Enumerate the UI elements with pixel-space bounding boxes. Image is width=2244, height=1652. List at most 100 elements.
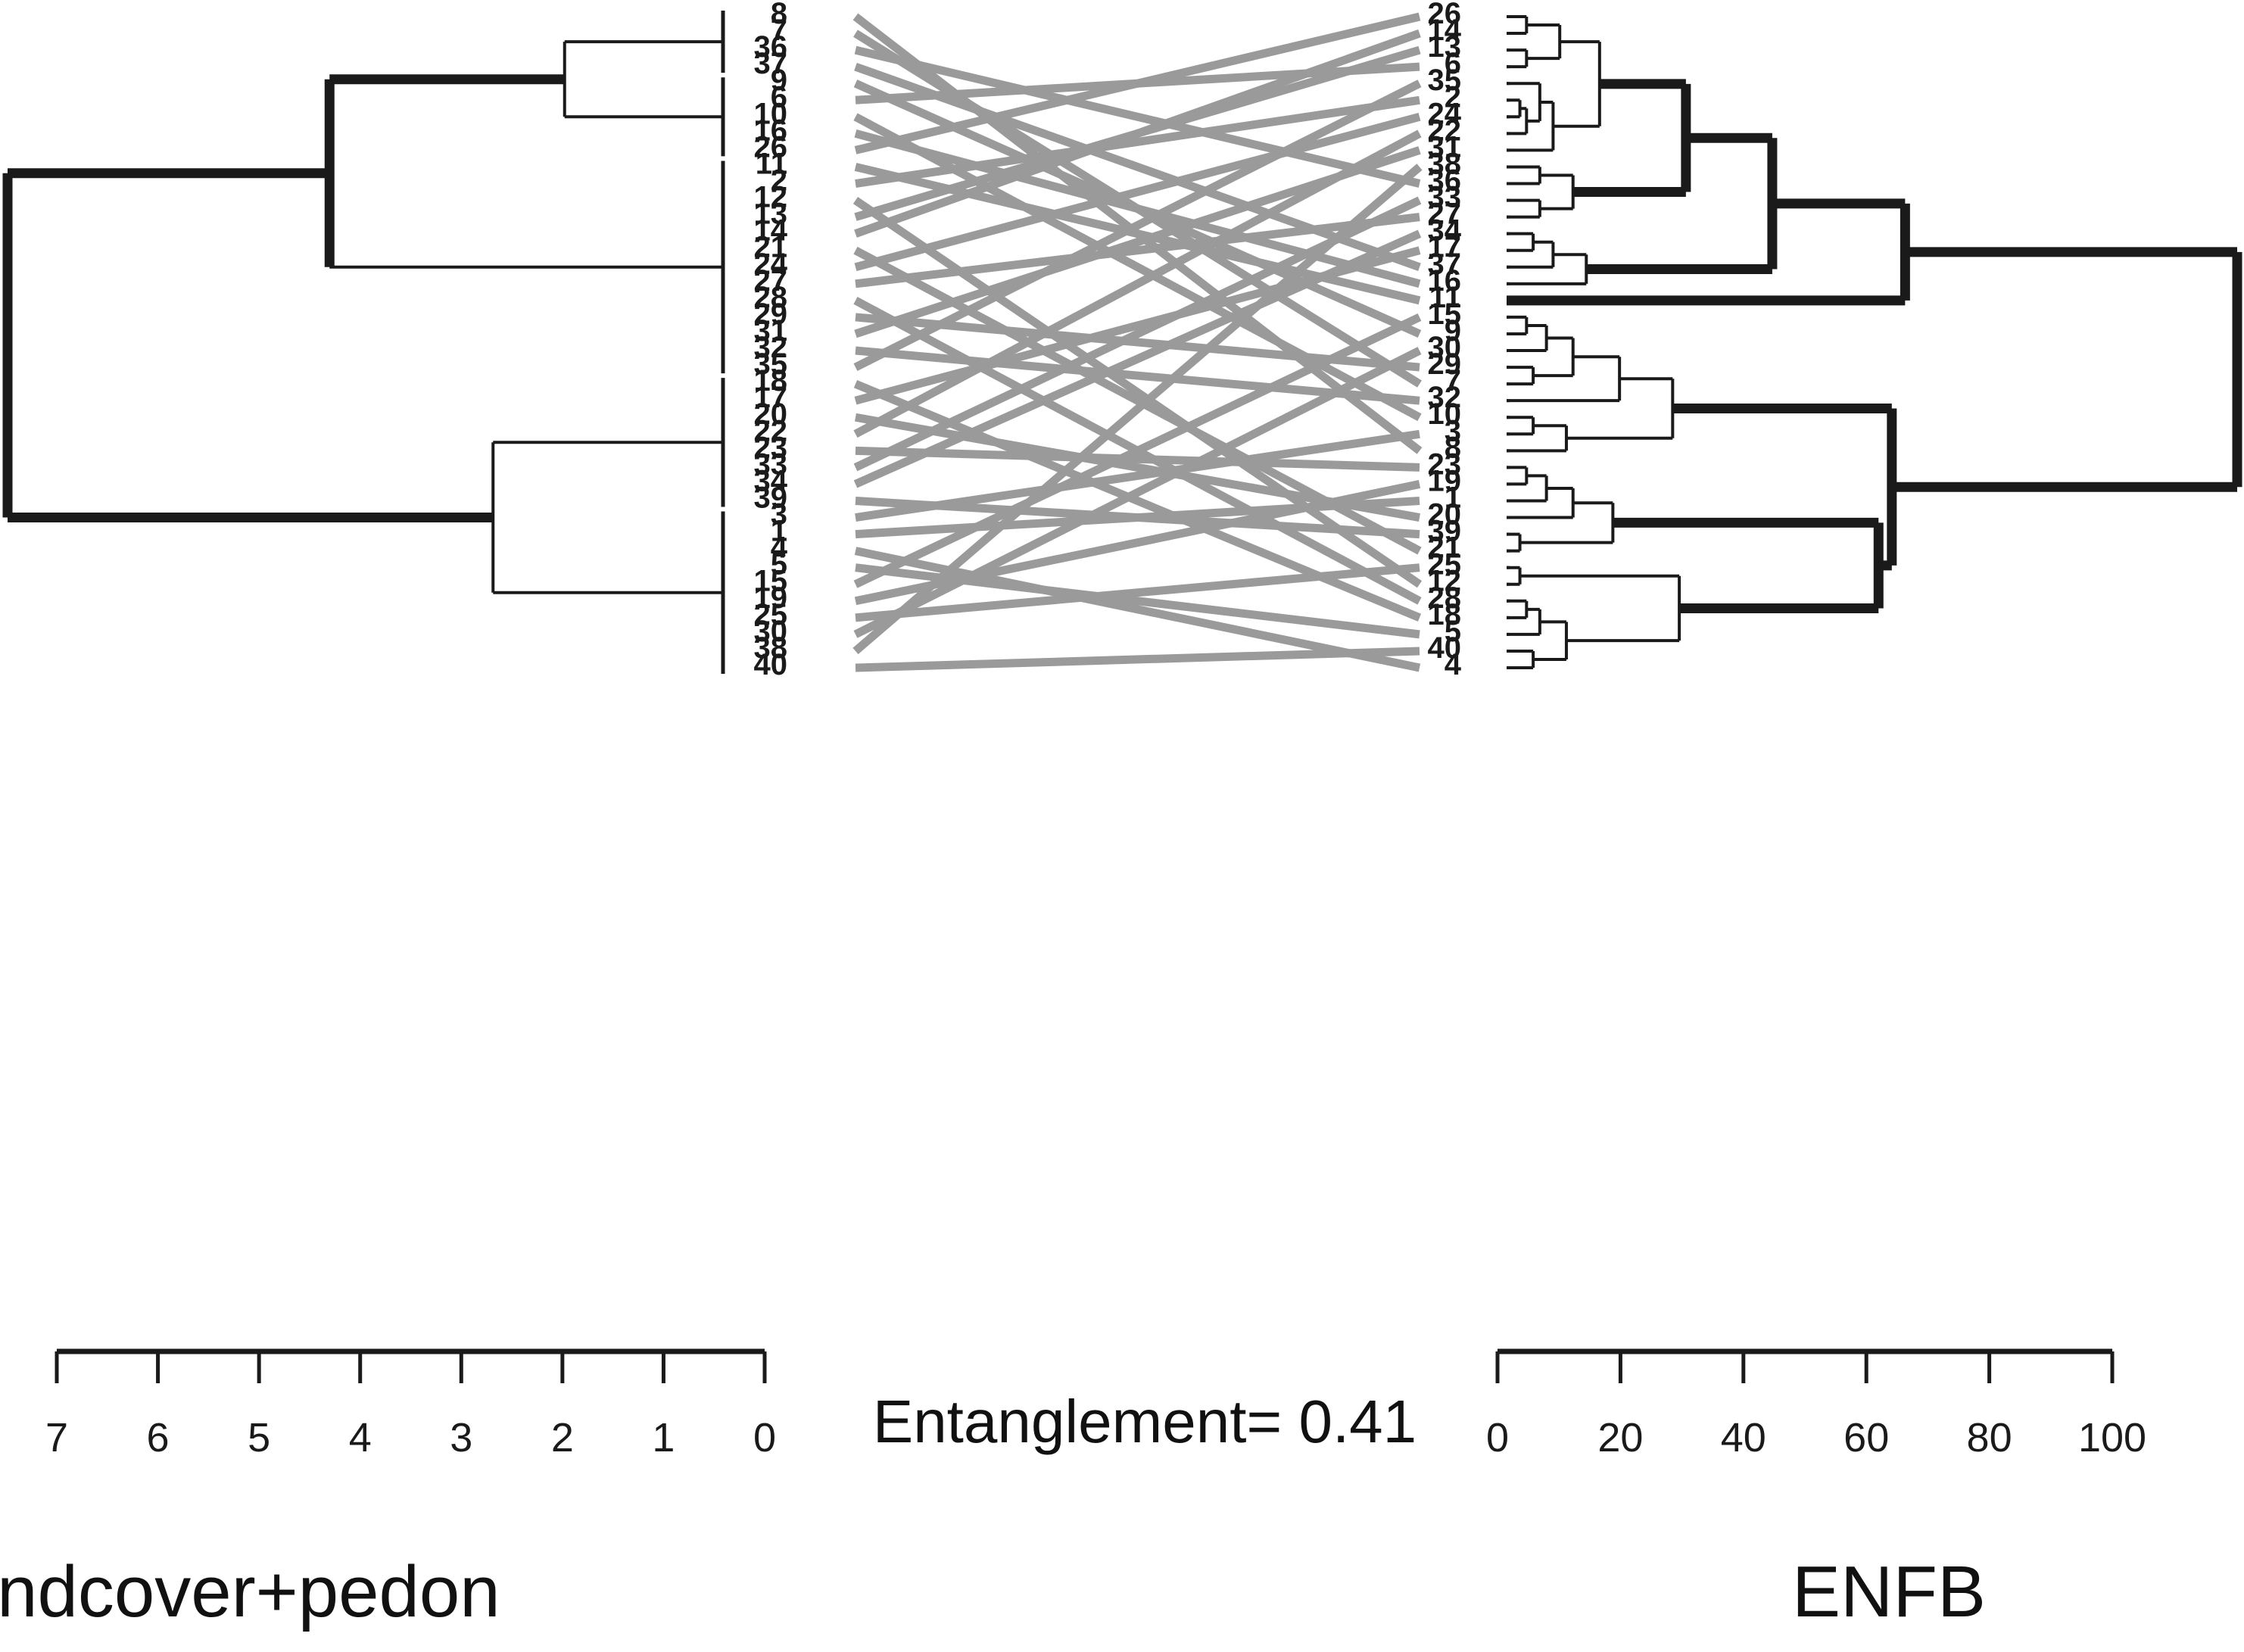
left-axis-tick-label: 6 bbox=[147, 1415, 170, 1460]
left-leaf-label: 22 bbox=[754, 414, 788, 447]
left-panel-title: Landcover+pedon bbox=[0, 1551, 500, 1632]
right-leaf-label: 38 bbox=[1428, 147, 1462, 180]
left-leaf-label: 39 bbox=[754, 481, 788, 514]
right-leaf-label: 18 bbox=[1428, 598, 1462, 631]
connector-line bbox=[854, 62, 1421, 271]
connector-line bbox=[854, 45, 1421, 188]
connector-line bbox=[853, 229, 1422, 488]
left-leaf-label: 16 bbox=[754, 114, 788, 147]
right-dendrogram bbox=[1507, 15, 2242, 669]
right-leaf-label: 11 bbox=[1429, 281, 1461, 314]
left-axis-tick-label: 7 bbox=[45, 1415, 68, 1460]
left-leaf-label: 29 bbox=[754, 298, 788, 331]
left-leaf-label: 6 bbox=[771, 80, 787, 114]
left-leaf-label: 28 bbox=[754, 281, 788, 314]
connector-line bbox=[854, 12, 1421, 154]
right-leaf-label: 14 bbox=[1428, 14, 1462, 47]
entanglement-label: Entanglement= 0.41 bbox=[873, 1388, 1417, 1455]
right-leaf-label: 15 bbox=[1428, 298, 1462, 331]
connector-line bbox=[852, 164, 1423, 655]
right-leaf-label: 2 bbox=[1445, 80, 1461, 114]
right-leaf-label: 37 bbox=[1428, 248, 1462, 281]
left-leaf-label: 30 bbox=[754, 615, 788, 648]
connector-line bbox=[854, 112, 1421, 272]
right-axis-tick-label: 80 bbox=[1967, 1415, 2012, 1460]
right-leaf-label: 19 bbox=[1428, 464, 1462, 497]
right-leaf-label: 24 bbox=[1428, 97, 1462, 130]
connector-line bbox=[854, 29, 1421, 238]
connector-line bbox=[855, 563, 1420, 622]
right-leaf-label: 28 bbox=[1428, 581, 1462, 615]
right-leaf-label: 23 bbox=[1428, 447, 1462, 481]
connector-line bbox=[853, 113, 1422, 422]
left-leaf-label: 9 bbox=[771, 64, 787, 97]
right-axis-tick-label: 20 bbox=[1597, 1415, 1643, 1460]
left-leaf-label: 25 bbox=[754, 598, 788, 631]
left-leaf-labels: 8736379610162611212131421242728293132351… bbox=[754, 0, 788, 681]
right-leaf-label: 13 bbox=[1428, 30, 1462, 64]
left-leaf-label: 8 bbox=[771, 0, 787, 30]
left-leaf-label: 5 bbox=[771, 548, 787, 581]
right-leaf-labels: 2614136352242231383633273417371611159302… bbox=[1428, 0, 1462, 681]
left-axis-tick-label: 4 bbox=[349, 1415, 372, 1460]
left-leaf-label: 33 bbox=[754, 447, 788, 481]
right-leaf-label: 26 bbox=[1428, 0, 1462, 30]
right-leaf-label: 32 bbox=[1428, 381, 1462, 414]
right-axis-tick-label: 0 bbox=[1486, 1415, 1509, 1460]
right-leaf-label: 5 bbox=[1445, 615, 1461, 648]
connector-line bbox=[855, 213, 1420, 288]
right-leaf-label: 31 bbox=[1428, 130, 1462, 164]
right-axis-tick-label: 40 bbox=[1721, 1415, 1766, 1460]
right-leaf-label: 34 bbox=[1428, 214, 1462, 248]
right-leaf-label: 21 bbox=[1428, 531, 1462, 565]
left-leaf-label: 17 bbox=[754, 381, 788, 414]
left-leaf-label: 34 bbox=[754, 464, 788, 497]
right-leaf-label: 30 bbox=[1428, 331, 1462, 364]
left-leaf-label: 23 bbox=[754, 431, 788, 464]
left-leaf-label: 11 bbox=[756, 147, 787, 180]
right-leaf-label: 35 bbox=[1428, 64, 1462, 97]
right-leaf-label: 6 bbox=[1445, 47, 1461, 80]
right-leaf-label: 1 bbox=[1445, 481, 1461, 514]
right-leaf-label: 25 bbox=[1428, 548, 1462, 581]
left-leaf-label: 3 bbox=[771, 498, 787, 531]
left-dendrogram bbox=[2, 40, 723, 594]
left-leaf-label: 20 bbox=[754, 397, 788, 431]
left-axis-tick-label: 3 bbox=[450, 1415, 472, 1460]
connector-line bbox=[852, 197, 1423, 588]
left-leaf-label: 36 bbox=[754, 30, 788, 64]
left-axis-tick-label: 0 bbox=[753, 1415, 776, 1460]
connector-line bbox=[855, 346, 1420, 405]
left-leaf-label: 4 bbox=[771, 531, 788, 565]
left-leaf-label: 26 bbox=[754, 130, 788, 164]
right-leaf-label: 20 bbox=[1428, 498, 1462, 531]
left-axis-tick-label: 2 bbox=[551, 1415, 574, 1460]
right-leaf-label: 9 bbox=[1445, 314, 1461, 348]
left-leaf-label: 19 bbox=[754, 581, 788, 615]
left-leaf-label: 24 bbox=[754, 248, 788, 281]
connector-line bbox=[855, 496, 1420, 539]
right-axis-tick-label: 100 bbox=[2078, 1415, 2146, 1460]
left-leaf-label: 35 bbox=[754, 348, 788, 381]
connector-line bbox=[855, 313, 1420, 372]
right-leaf-label: 33 bbox=[1428, 181, 1462, 214]
connector-line bbox=[855, 446, 1420, 472]
left-leaf-label: 10 bbox=[754, 97, 788, 130]
right-leaf-label: 29 bbox=[1428, 348, 1462, 381]
left-leaf-label: 31 bbox=[754, 314, 788, 348]
right-leaf-label: 12 bbox=[1428, 565, 1462, 598]
right-leaf-label: 7 bbox=[1445, 364, 1461, 397]
connector-line bbox=[853, 297, 1422, 605]
right-leaf-label: 36 bbox=[1428, 164, 1462, 198]
left-leaf-label: 32 bbox=[754, 331, 788, 364]
connector-line bbox=[855, 647, 1420, 672]
right-panel-title: ENFB bbox=[1792, 1551, 1986, 1632]
connector-line bbox=[854, 129, 1421, 288]
left-leaf-label: 15 bbox=[754, 565, 788, 598]
right-leaf-label: 27 bbox=[1428, 198, 1462, 231]
left-leaf-label: 37 bbox=[754, 47, 788, 80]
